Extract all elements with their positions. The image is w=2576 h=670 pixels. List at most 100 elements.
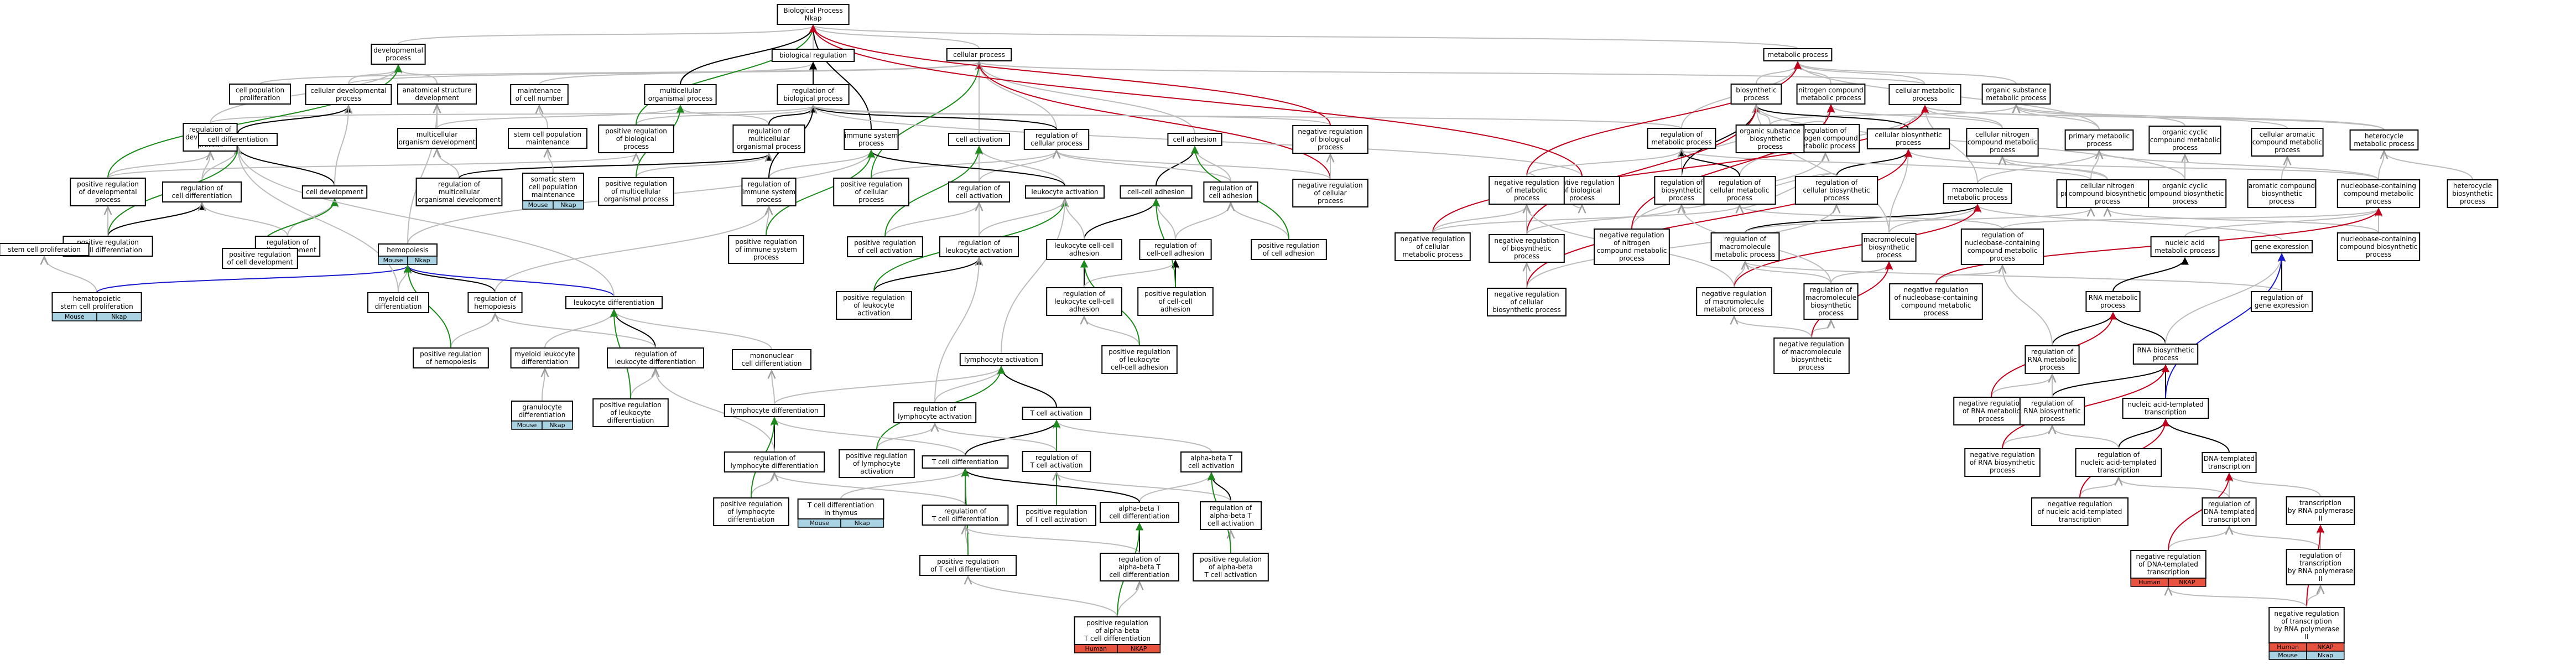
go-term-node-metab[interactable]: metabolic process [1763, 48, 1833, 61]
go-term-node-rta[interactable]: regulation ofT cell activation [1022, 451, 1091, 472]
go-term-node-cadh[interactable]: cell adhesion [1167, 133, 1222, 146]
go-term-node-rtd[interactable]: regulation ofT cell differentiation [922, 505, 1009, 526]
go-term-node-cdiff[interactable]: cell differentiation [198, 133, 278, 146]
go-term-node-cact[interactable]: cell activation [948, 133, 1010, 146]
go-term-node-lact[interactable]: leukocyte activation [1025, 185, 1105, 199]
go-term-node-bioreg[interactable]: biological regulation [771, 49, 855, 62]
go-term-node-scp[interactable]: stem cell proliferation [0, 243, 90, 256]
go-term-node-lydiff[interactable]: lymphocyte differentiation [724, 404, 825, 417]
go-term-node-lyact[interactable]: lymphocyte activation [959, 353, 1043, 366]
go-term-node-tdiff[interactable]: T cell differentiation [922, 455, 1009, 469]
go-term-node-rmbp[interactable]: regulation ofmacromoleculebiosyntheticpr… [1803, 283, 1859, 320]
go-term-node-gexp[interactable]: gene expression [2251, 240, 2313, 253]
go-term-node-tact[interactable]: T cell activation [1022, 407, 1091, 420]
go-term-node-cdev[interactable]: cell development [301, 185, 368, 199]
